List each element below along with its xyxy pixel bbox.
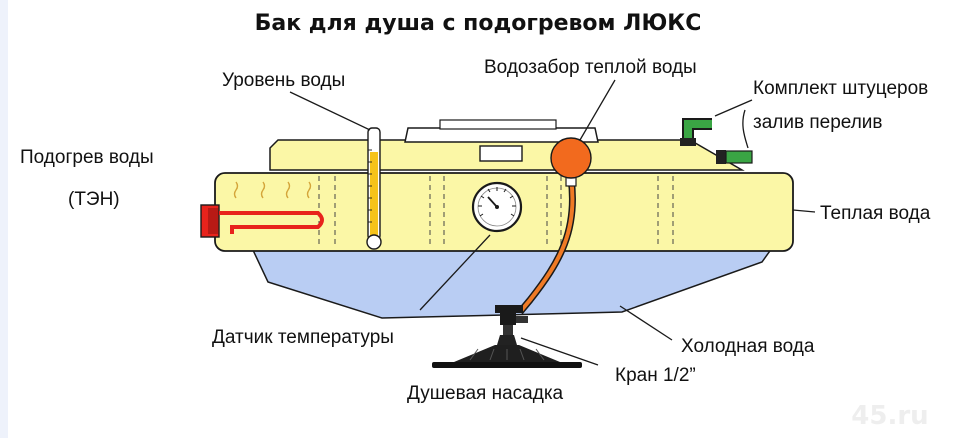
label-inlet-overflow: залив перелив [753,112,883,133]
tank-top-cap-inner [439,119,557,130]
tank-top-cap [404,127,599,143]
shower-head-icon [432,335,582,368]
label-valve: Кран 1/2” [615,365,696,386]
leader-lines [289,79,816,366]
label-water-level: Уровень воды [222,70,345,91]
label-heater: Подогрев воды [20,147,154,168]
label-cold-water: Холодная вода [681,336,815,357]
watermark: 45.ru [851,401,928,431]
heat-waves [233,181,312,199]
temperature-gauge-icon [471,181,523,233]
label-shower-head: Душевая насадка [407,383,564,404]
diagram-title: Бак для душа с подогревом ЛЮКС [255,11,702,36]
label-temp-sensor: Датчик температуры [212,327,394,348]
fitting-icon-top [680,118,712,146]
label-warm-intake: Водозабор теплой воды [484,57,697,78]
fitting-icon-side [716,150,753,164]
heating-element [200,204,324,238]
valve-icon [495,305,528,335]
label-fittings-kit: Комплект штуцеров [753,78,928,99]
filler-neck [479,145,523,162]
tank-partitions [318,176,674,246]
label-warm-water: Теплая вода [820,203,931,224]
left-accent-strip [0,0,8,438]
label-heater-sub: (ТЭН) [68,189,120,210]
water-level-gauge [366,127,382,250]
warm-intake-assembly [517,137,592,315]
